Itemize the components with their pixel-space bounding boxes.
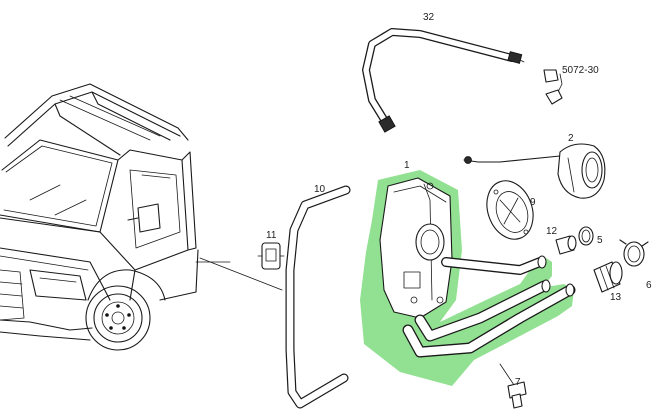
truck-illustration: [0, 83, 231, 351]
label-part-5: 5: [597, 235, 603, 246]
label-part-32: 32: [423, 12, 435, 23]
label-part-7: 7: [515, 377, 521, 388]
part-5072-30-fitting: [543, 69, 563, 105]
part-5-clamp: [578, 226, 594, 246]
part-9-gasket: [486, 180, 534, 240]
part-2-filler-cap: [463, 143, 606, 199]
part-32-hose: [362, 28, 525, 133]
part-11-clip: [257, 242, 285, 270]
location-leader-line: [199, 257, 283, 291]
label-part-9: 9: [530, 197, 536, 208]
part-labels: 32 5072-30 2 1 10 9 11 12 5 6 13 7: [266, 12, 652, 388]
label-part-13: 13: [610, 292, 622, 303]
part-7-bolt: [499, 363, 527, 409]
label-part-6: 6: [646, 280, 652, 291]
label-part-12: 12: [546, 226, 558, 237]
label-part-2: 2: [568, 133, 574, 144]
part-10-hose: [285, 185, 351, 409]
label-part-10: 10: [314, 184, 326, 195]
part-13-hose-connector: [593, 261, 623, 293]
part-1-reservoir-assembly: [360, 170, 576, 386]
label-part-5072-30: 5072-30: [562, 65, 599, 76]
part-12-sleeve: [555, 235, 577, 255]
part-6-clamp: [619, 239, 649, 267]
label-part-11: 11: [266, 230, 277, 241]
label-part-1: 1: [404, 160, 410, 171]
